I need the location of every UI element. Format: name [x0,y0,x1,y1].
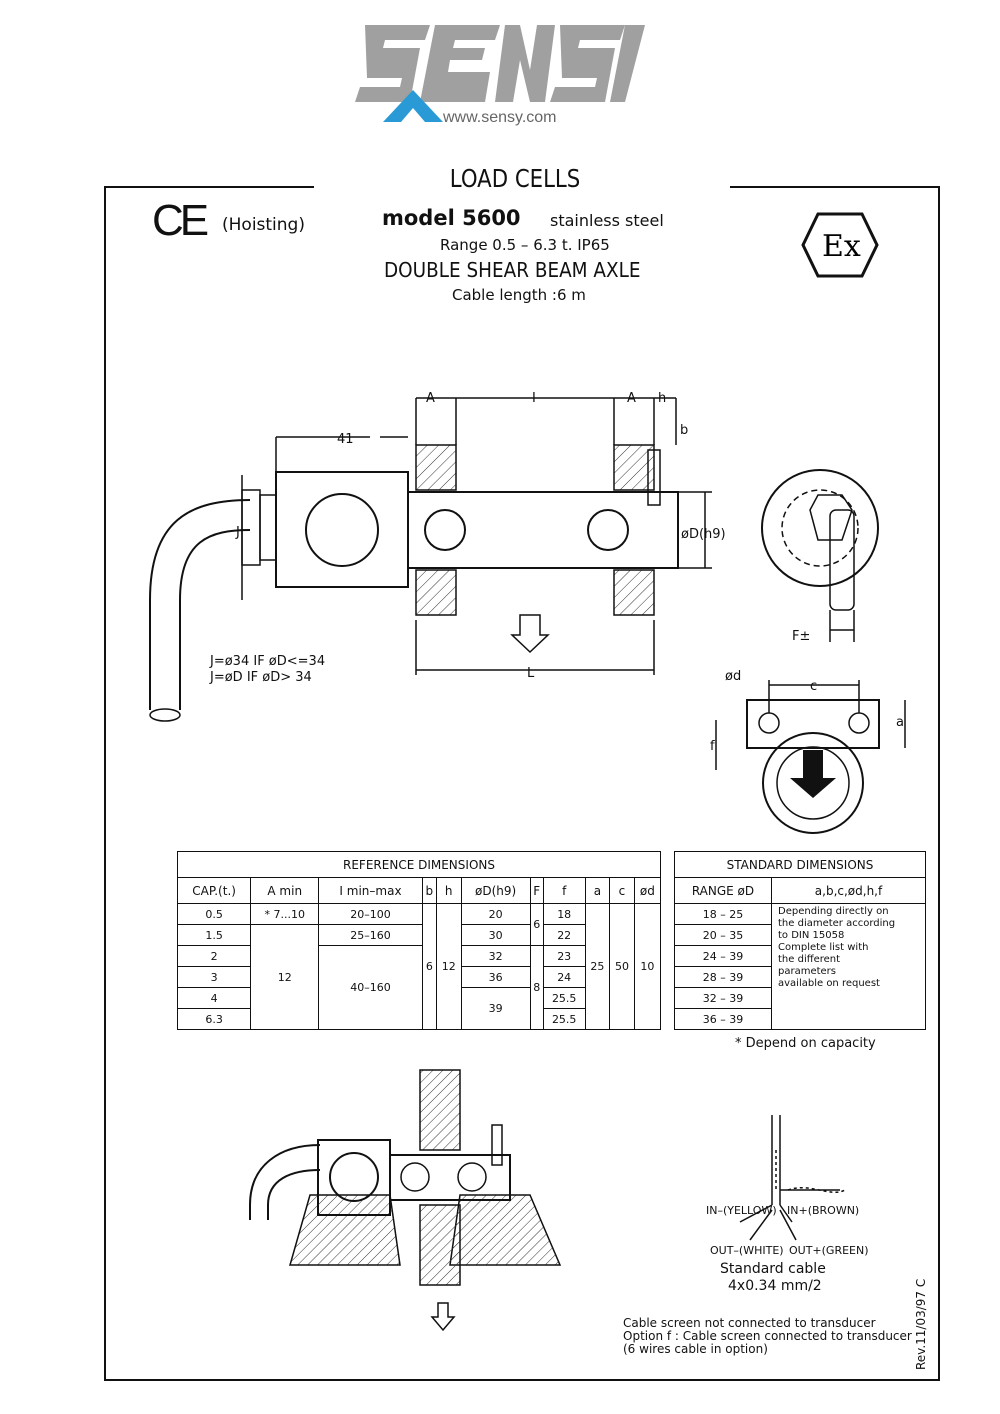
table-row: 2 40–160 32 8 23 [176,945,661,1030]
table-row: 18 – 25 Depending directly on the diamet… [674,903,926,1030]
note-line: Cable screen not connected to transducer [623,1316,876,1330]
standard-cable-label: Standard cable [720,1261,826,1277]
footnote: * Depend on capacity [735,1036,876,1051]
ce-note: (Hoisting) [222,215,305,235]
table-row: 3 36 24 [176,966,661,988]
svg-text:c: c [810,679,817,694]
svg-text:J=øD IF øD> 34: J=øD IF øD> 34 [209,670,312,685]
note-line: (6 wires cable in option) [623,1342,768,1356]
col-header: ød [633,877,662,904]
cable-out-minus: OUT–(WHITE) [710,1244,784,1257]
ce-mark: CE [152,196,209,245]
svg-text:F±: F± [792,629,810,644]
note-line: Option f : Cable screen connected to tra… [623,1329,912,1343]
col-header: a [584,877,611,904]
svg-text:ød: ød [725,669,741,684]
cable-in-plus: IN+(BROWN) [787,1204,860,1217]
svg-text:f: f [710,739,715,754]
table-row: 0.5 * 7...10 20–100 6 12 20 6 18 25 50 1… [176,903,662,1030]
standard-table-title: STANDARD DIMENSIONS [674,851,926,878]
logo-triangle-icon [383,90,443,122]
type-label: DOUBLE SHEAR BEAM AXLE [384,258,641,282]
cable-length-label: Cable length :6 m [452,286,586,304]
svg-text:A: A [426,391,435,406]
col-header: h [435,877,462,904]
col-header: I min–max [318,877,423,904]
col-header: RANGE øD [674,877,772,904]
table-row: 36 – 39 [674,1008,926,1030]
col-header: b [421,877,437,904]
cable-in-minus: IN–(YELLOW) [706,1204,777,1217]
table-row: 24 – 39 [674,945,926,967]
svg-text:I: I [532,391,536,406]
col-header: A min [250,877,320,904]
standard-dimensions-table: STANDARD DIMENSIONS RANGE øD a,b,c,ød,h,… [674,851,926,1030]
svg-text:a: a [896,715,904,730]
standard-note: Depending directly on the diameter accor… [771,903,926,1030]
cable-diagram [739,1115,846,1241]
table-row: 4 39 25.5 [176,987,661,1030]
ex-mark-icon: Ex [801,212,879,278]
notes: Cable screen not connected to transducer… [623,1317,912,1356]
col-header: f [542,877,586,904]
svg-text:A: A [627,391,636,406]
svg-text:Ex: Ex [822,229,861,264]
sensy-logo: www.sensy.com [355,25,645,126]
svg-text:øD(h9): øD(h9) [681,527,726,542]
page-title: LOAD CELLS [449,164,581,193]
col-header: øD(h9) [460,877,531,904]
range-label: Range 0.5 – 6.3 t. IP65 [440,236,610,254]
reference-dimensions-table: REFERENCE DIMENSIONS CAP.(t.) A min I mi… [176,851,662,1030]
cable-spec-label: 4x0.34 mm/2 [728,1278,822,1294]
reference-table-title: REFERENCE DIMENSIONS [177,851,661,878]
col-header: a,b,c,ød,h,f [771,877,926,904]
svg-text:h: h [658,391,666,406]
logo-url: www.sensy.com [442,109,557,126]
main-drawing: A I A h b 41 J øD(h9) L F± ød c a f J=ø3… [149,391,906,834]
model-label: model 5600 [382,206,521,230]
svg-text:L: L [527,666,535,681]
svg-text:J: J [235,525,240,540]
svg-text:41: 41 [337,432,354,447]
svg-text:J=ø34 IF øD<=34: J=ø34 IF øD<=34 [209,654,325,669]
mounting-drawing [249,1069,562,1332]
material-label: stainless steel [550,211,664,230]
col-header: CAP.(t.) [176,877,252,904]
svg-text:b: b [680,423,688,438]
cable-out-plus: OUT+(GREEN) [789,1244,869,1257]
col-header: c [609,877,635,904]
table-row: 6.3 25.5 [176,1008,661,1030]
revision-label: Rev.11/03/97 C [914,1278,928,1370]
col-header: F [529,877,544,904]
